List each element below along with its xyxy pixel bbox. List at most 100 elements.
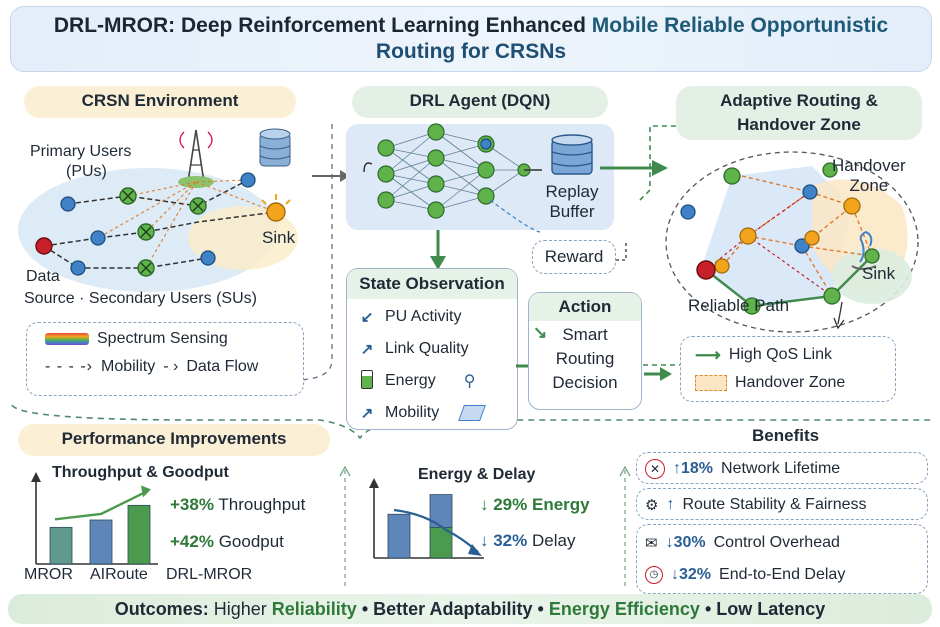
- benefit-lifetime: ✕ ↑18% Network Lifetime: [636, 452, 928, 484]
- energy-stat: ↓ 29% Energy: [480, 495, 590, 515]
- arrow-right-icon: ⟶: [695, 344, 721, 365]
- legend-spectrum: Spectrum Sensing: [45, 325, 303, 353]
- legend-high-qos: ⟶ High QoS Link: [695, 344, 832, 365]
- delay-stat: ↓ 32% Delay: [480, 531, 575, 551]
- handover-swatch-icon: [695, 375, 727, 391]
- bar-0: [49, 526, 73, 565]
- energy-chart: [369, 478, 484, 559]
- y-axis-arrow: [369, 478, 379, 488]
- outcomes-label: Outcomes:: [114, 599, 209, 619]
- delay-label: Delay: [531, 531, 576, 550]
- benefit-stability: ⚙ ↑ Route Stability & Fairness: [636, 488, 928, 520]
- crsn-header: CRSN Environment: [24, 86, 296, 118]
- arrow-env-to-agent: [312, 170, 350, 182]
- adaptive-network: [665, 151, 919, 333]
- crsn-legend: Spectrum Sensing - - - -› Mobility - › D…: [26, 322, 304, 396]
- performance-header: Performance Improvements: [18, 424, 330, 456]
- throughput-chart: [31, 472, 158, 565]
- action-box: Action ↘ Smart Routing Decision: [528, 292, 642, 410]
- crsn-network: [18, 128, 298, 292]
- outcomes-banner: Outcomes: Higher Reliability • Better Ad…: [8, 594, 932, 624]
- outcomes-reliability: Reliability: [271, 599, 357, 619]
- data-source-label: Data: [26, 268, 60, 285]
- outcomes-adaptability: Better Adaptability: [373, 599, 533, 619]
- state-observation-box: State Observation ↙ PU Activity ↗ Link Q…: [346, 268, 518, 430]
- agent-header: DRL Agent (DQN): [352, 86, 608, 118]
- obs-link-quality: ↗ Link Quality: [357, 333, 517, 365]
- throughput-label: Throughput: [218, 495, 306, 514]
- arrow-down-left-icon: ↙: [360, 309, 374, 326]
- primary-users-label: Primary Users (PUs): [30, 143, 132, 180]
- arrow-down-right-icon: ↘: [533, 323, 548, 342]
- benefit-overhead: ✉ ↓30% Control Overhead: [645, 534, 840, 552]
- reward-box: Reward: [532, 240, 616, 274]
- title-line1: DRL-MROR: Deep Reinforcement Learning En…: [11, 13, 931, 39]
- reliable-path-label: Reliable Path: [688, 296, 790, 315]
- source-secondary-label: Source · Secondary Users (SUs): [24, 290, 257, 307]
- bar-1: [429, 494, 453, 529]
- data-flow-arrow-icon: - ›: [163, 358, 179, 375]
- goodput-pct: +42%: [170, 532, 214, 551]
- replay-buffer-icon: [551, 134, 593, 175]
- no-clock-icon: ✕: [645, 459, 665, 479]
- trend-arrow: [141, 485, 151, 498]
- title-part2: Mobile Reliable Opportunistic: [591, 14, 889, 37]
- adaptive-legend: ⟶ High QoS Link Handover Zone: [680, 336, 896, 402]
- mobility-arrow-icon: - - - -›: [45, 358, 93, 375]
- title-banner: DRL-MROR: Deep Reinforcement Learning En…: [10, 6, 932, 72]
- throughput-title: Throughput & Goodput: [52, 464, 229, 481]
- bar-0: [387, 513, 411, 559]
- outcomes-energy: Energy Efficiency: [548, 599, 700, 619]
- battery-icon: [357, 369, 377, 393]
- benefits-header: Benefits: [752, 426, 820, 445]
- cat-drl-mror: DRL-MROR: [166, 566, 253, 583]
- route-icon: ⚙: [645, 497, 659, 514]
- title-line2: Routing for CRSNs: [375, 40, 567, 63]
- outcomes-sep-1: •: [361, 599, 369, 619]
- crsn-sink-label: Sink: [262, 228, 296, 247]
- energy-title: Energy & Delay: [418, 466, 536, 483]
- obs-pu-activity: ↙ PU Activity: [357, 301, 517, 333]
- trend-line: [54, 490, 148, 521]
- bar-1: [89, 519, 113, 565]
- spectrum-icon: [45, 333, 89, 345]
- throughput-stat: +38% Throughput: [170, 495, 305, 515]
- energy-label: Energy: [531, 495, 590, 514]
- trend-line: [393, 508, 479, 553]
- trend-arrow: [468, 544, 482, 556]
- arrow-up-right-icon: ↗: [360, 405, 374, 422]
- bar-2: [127, 504, 151, 565]
- legend-handover: Handover Zone: [695, 369, 895, 397]
- benefit-delay: ◷ ↓32% End-to-End Delay: [637, 559, 927, 591]
- action-header: Action: [529, 293, 641, 321]
- energy-pct: ↓ 29%: [480, 495, 528, 514]
- y-axis-arrow: [31, 472, 41, 482]
- outcomes-latency: Low Latency: [716, 599, 826, 619]
- benefit-overhead-group: ✉ ↓30% Control Overhead ◷ ↓32% End-to-En…: [636, 524, 928, 594]
- arrow-action-to-legend: [644, 367, 672, 381]
- agent-arrows: [430, 160, 668, 270]
- cat-airoute: AIRoute: [90, 566, 148, 583]
- goodput-stat: +42% Goodput: [170, 532, 284, 552]
- title-part1: DRL-MROR: Deep Reinforcement Learning En…: [53, 14, 592, 37]
- clock-icon: ◷: [645, 566, 663, 584]
- throughput-pct: +38%: [170, 495, 214, 514]
- magnifier-icon: ⚲: [463, 373, 476, 390]
- adaptive-header: Adaptive Routing &Handover Zone: [676, 86, 922, 140]
- obs-mobility: ↗ Mobility: [357, 397, 517, 429]
- arrow-up-right-icon: ↗: [360, 341, 374, 358]
- outcomes-higher: Higher: [213, 599, 267, 619]
- outcomes-sep-3: •: [704, 599, 712, 619]
- tower-icon: [178, 129, 214, 188]
- cat-mror: MROR: [24, 566, 73, 583]
- map-pin-icon: [458, 405, 487, 421]
- outcomes-sep-2: •: [537, 599, 544, 619]
- goodput-label: Goodput: [218, 532, 284, 551]
- adaptive-sink-label: Sink: [862, 264, 896, 283]
- database-icon: [259, 128, 291, 167]
- delay-pct: ↓ 32%: [480, 531, 528, 550]
- obs-energy: Energy ⚲: [357, 365, 517, 397]
- state-header: State Observation: [347, 269, 517, 299]
